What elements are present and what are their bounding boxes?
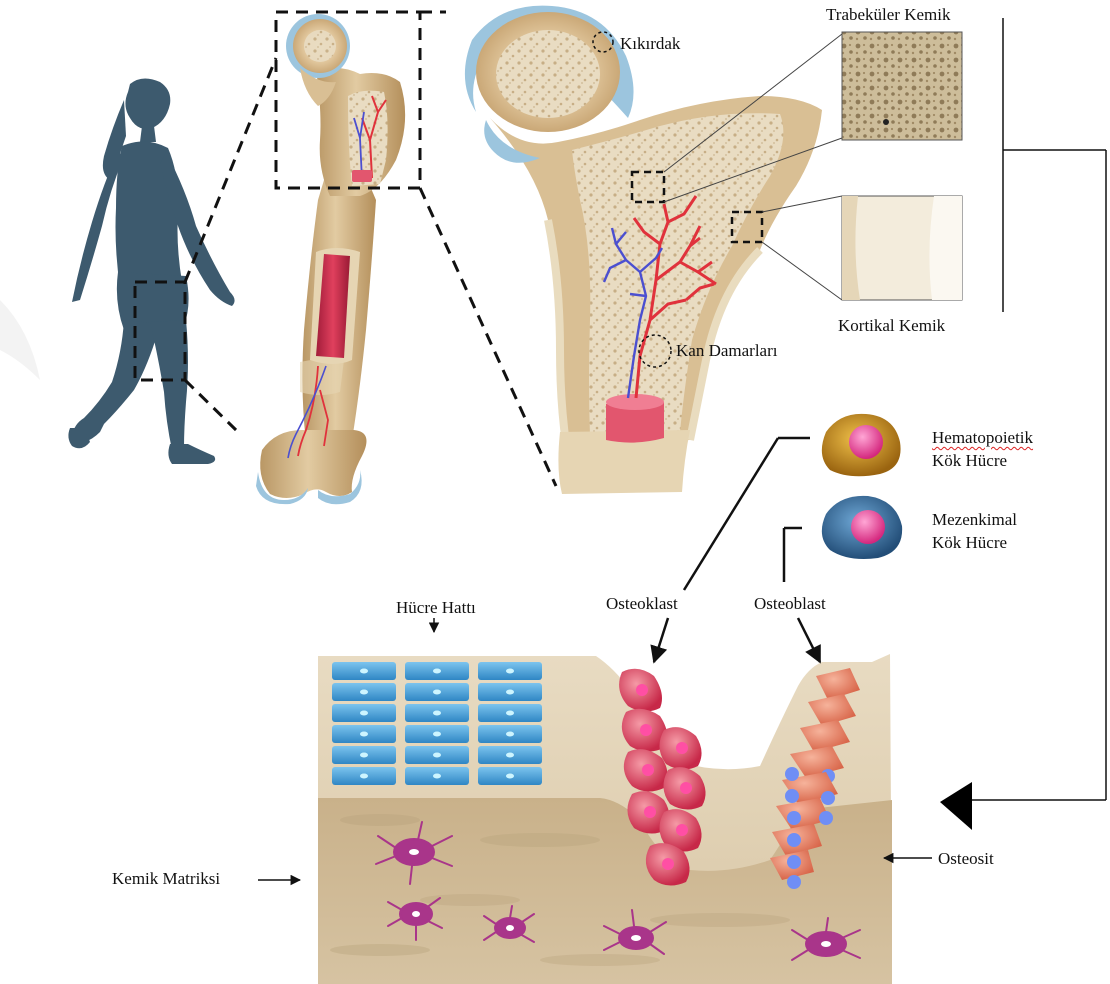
- background-mark: [0, 300, 40, 380]
- trabecular-bone-inset: [842, 32, 962, 140]
- label-hematopoietik-kok-hucre: Kök Hücre: [932, 451, 1007, 471]
- label-mezenkimal: Mezenkimal: [932, 510, 1017, 530]
- label-kortikal-kemik: Kortikal Kemik: [838, 316, 945, 336]
- label-mezenkimal-kok-hucre: Kök Hücre: [932, 533, 1007, 553]
- enlarged-femur-section: [465, 6, 822, 494]
- label-kikirdak: Kıkırdak: [620, 34, 680, 54]
- label-hematopoietik: Hematopoietik: [932, 428, 1033, 448]
- stem-cell-lines: [684, 438, 810, 590]
- hematopoietic-stem-cell: [822, 414, 901, 476]
- label-kemik-matriksi: Kemik Matriksi: [112, 869, 220, 889]
- femur-bone: [256, 14, 405, 504]
- label-hucre-hatti: Hücre Hattı: [396, 598, 476, 618]
- label-osteoklast: Osteoklast: [606, 594, 678, 614]
- mesenchymal-stem-cell: [822, 496, 902, 559]
- label-osteosit: Osteosit: [938, 849, 994, 869]
- label-trabekuler-kemik: Trabeküler Kemik: [826, 5, 951, 25]
- big-arrow-head: [940, 782, 972, 830]
- pointer-arrows: [654, 618, 820, 662]
- label-kan-damarlari: Kan Damarları: [676, 341, 777, 361]
- cortical-bone-inset: [842, 196, 962, 300]
- right-bracket: [970, 18, 1106, 800]
- human-silhouette: [68, 78, 234, 464]
- label-osteoblast: Osteoblast: [754, 594, 826, 614]
